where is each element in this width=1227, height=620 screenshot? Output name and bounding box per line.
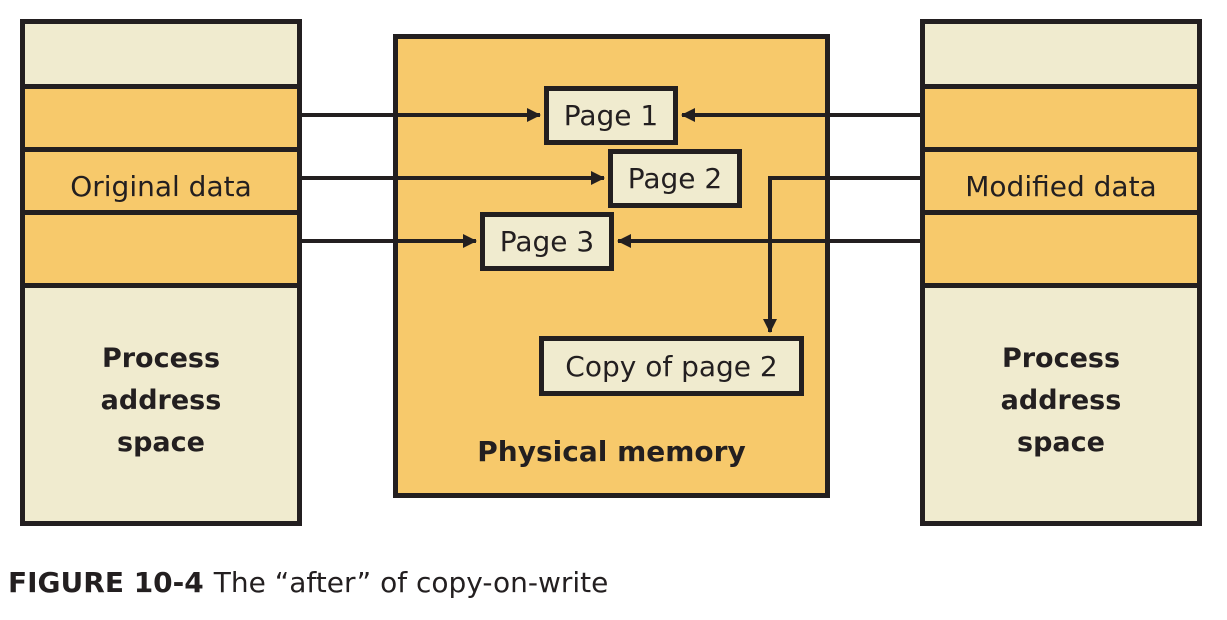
right-process-address-space: Modified data Process address space xyxy=(920,19,1202,526)
page-2-box: Page 2 xyxy=(608,149,742,208)
page-1-box: Page 1 xyxy=(544,86,678,145)
left-process-address-space: Original data Process address space xyxy=(20,19,302,526)
left-page-slot-3 xyxy=(25,210,297,288)
page-3-box: Page 3 xyxy=(480,212,614,271)
left-process-title: Process address space xyxy=(100,343,222,458)
figure-caption-text: The “after” of copy-on-write xyxy=(213,566,609,599)
left-original-data-label: Original data xyxy=(70,169,252,203)
figure-number: FIGURE 10-4 xyxy=(8,566,204,599)
right-process-title: Process address space xyxy=(1000,343,1122,458)
physical-memory-title: Physical memory xyxy=(477,435,746,468)
copy-of-page-2-box: Copy of page 2 xyxy=(539,336,804,396)
right-modified-data-label: Modified data xyxy=(965,169,1157,203)
right-page-slot-3 xyxy=(925,210,1197,288)
figure-caption: FIGURE 10-4 The “after” of copy-on-write xyxy=(8,566,608,599)
